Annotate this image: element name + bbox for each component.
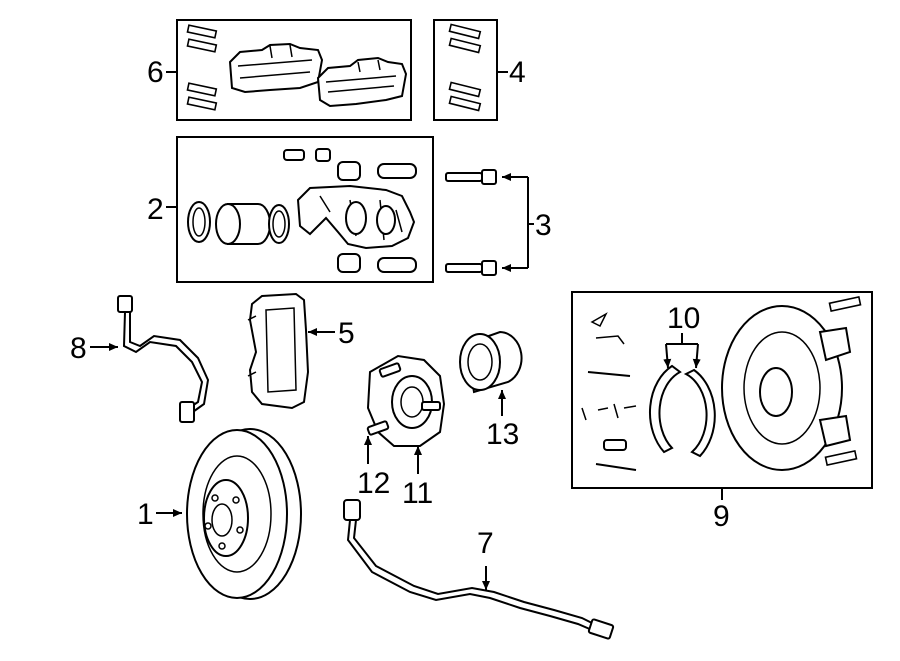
callout-8: 8 — [70, 332, 118, 365]
callout-5-label: 5 — [338, 317, 355, 350]
callout-5: 5 — [308, 317, 355, 350]
callout-8-label: 8 — [70, 332, 87, 365]
callout-1-label: 1 — [137, 498, 154, 531]
wheel-speed-sensor — [343, 499, 615, 640]
parking-brake-box — [571, 291, 873, 489]
brake-pad-left — [228, 42, 324, 94]
callout-1: 1 — [137, 498, 182, 531]
callout-9: 9 — [713, 488, 730, 533]
caliper-housing — [296, 184, 416, 250]
guide-pin-upper — [337, 161, 417, 181]
caliper-bracket — [247, 292, 310, 410]
brake-hose — [117, 295, 210, 423]
callout-10-label: 10 — [667, 302, 700, 335]
callout-3-label: 3 — [535, 209, 552, 242]
backing-plate — [721, 305, 852, 471]
guide-pin-lower — [337, 253, 417, 273]
shim-kit-box — [433, 19, 498, 121]
callout-9-label: 9 — [713, 500, 730, 533]
callout-11: 11 — [402, 446, 433, 510]
callout-13-label: 13 — [486, 418, 519, 451]
caliper-kit-box — [176, 136, 434, 283]
shim-group-left — [186, 24, 218, 111]
brake-rotor — [186, 428, 302, 600]
wheel-stud — [366, 362, 441, 436]
callout-3: 3 — [502, 173, 552, 272]
callout-4: 4 — [497, 56, 526, 89]
callout-2-label: 2 — [147, 193, 164, 226]
brake-pad-right — [316, 56, 408, 108]
callout-11-label: 11 — [402, 477, 433, 510]
callout-10: 10 — [663, 302, 701, 369]
parking-brake-shoes — [648, 364, 716, 458]
callout-6: 6 — [147, 56, 177, 89]
callout-6-label: 6 — [147, 56, 164, 89]
callout-13: 13 — [486, 390, 519, 451]
callout-7-label: 7 — [477, 527, 494, 560]
pad-kit-box — [176, 19, 412, 121]
callout-7: 7 — [477, 527, 494, 590]
caliper-bolt-upper — [445, 169, 497, 185]
callout-12: 12 — [357, 436, 390, 500]
caliper-bolt-lower — [445, 260, 497, 276]
caliper-piston — [215, 203, 271, 245]
callout-12-label: 12 — [357, 467, 390, 500]
wheel-hub — [366, 354, 446, 447]
callout-2: 2 — [147, 193, 177, 226]
wheel-bearing — [459, 330, 523, 394]
callout-4-label: 4 — [509, 56, 526, 89]
